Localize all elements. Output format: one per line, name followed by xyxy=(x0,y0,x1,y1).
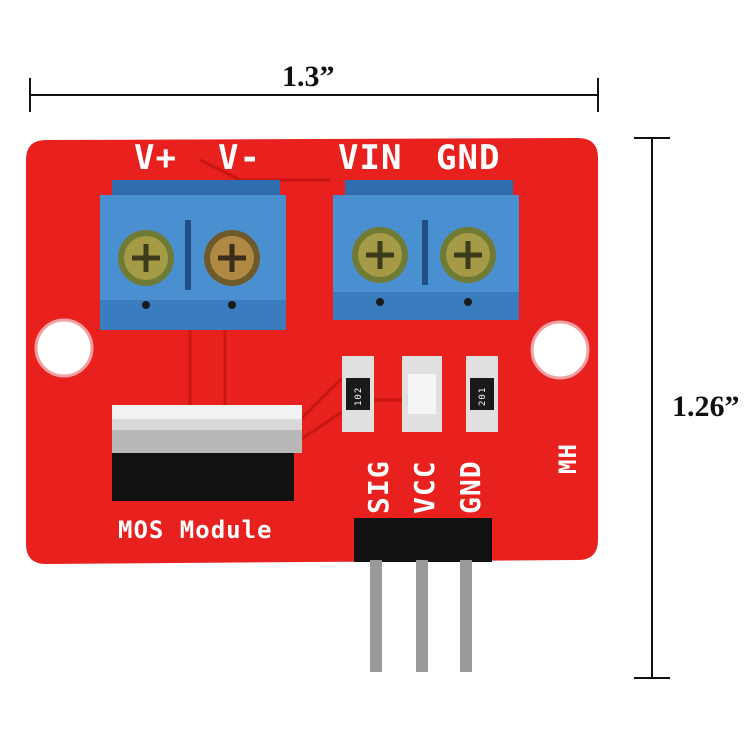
width-label: 1.3” xyxy=(282,60,335,93)
label-pin-gnd: GND xyxy=(454,460,487,514)
mounting-hole-left xyxy=(34,318,94,378)
label-mos-module: MOS Module xyxy=(118,516,273,544)
smd-resistor-2 xyxy=(466,356,498,432)
smd-resistor-1 xyxy=(342,356,374,432)
pin-header xyxy=(354,518,492,672)
smd-led xyxy=(402,356,442,432)
mounting-hole-right xyxy=(530,320,590,380)
label-vminus: V- xyxy=(218,138,261,178)
label-gnd-top: GND xyxy=(436,138,501,178)
label-pin-sig: SIG xyxy=(362,460,395,514)
height-label: 1.26” xyxy=(672,390,740,423)
terminal-block-right xyxy=(333,180,519,320)
label-vin: VIN xyxy=(338,138,403,178)
label-mh: MH xyxy=(554,443,582,474)
resistor-1-code: 102 xyxy=(354,386,364,406)
label-pin-vcc: VCC xyxy=(408,460,441,514)
mosfet-chip xyxy=(112,405,302,501)
width-dimension-line xyxy=(29,78,599,112)
resistor-2-code: 201 xyxy=(478,386,488,406)
terminal-block-left xyxy=(100,180,286,330)
height-dimension-line xyxy=(634,137,670,679)
label-vplus: V+ xyxy=(134,138,177,178)
